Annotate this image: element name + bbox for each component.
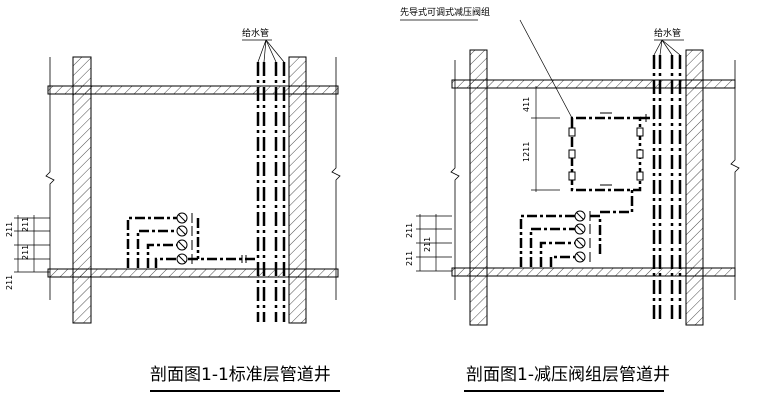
left-dim-4: 211 — [5, 274, 14, 290]
left-dim-2: 211 — [21, 216, 30, 232]
left-wall-left — [72, 56, 92, 324]
right-dim-3: 211 — [423, 236, 432, 252]
prv-valves — [568, 112, 647, 186]
right-meters — [574, 210, 586, 263]
left-section — [14, 39, 341, 324]
right-section — [400, 19, 740, 326]
left-dim-1: 211 — [5, 221, 14, 237]
right-dim-411: 411 — [522, 96, 531, 112]
right-branches — [519, 214, 602, 267]
right-dim-2: 211 — [405, 250, 414, 266]
right-wall-right — [685, 49, 704, 326]
left-slab-bottom — [47, 268, 339, 278]
right-caption: 剖面图1-减压阀组层管道井 — [466, 365, 670, 385]
left-meters — [176, 212, 188, 265]
left-dimension-chain — [14, 215, 50, 273]
left-branches — [126, 216, 258, 268]
right-dim-1: 211 — [405, 222, 414, 238]
left-caption-underline — [150, 390, 340, 392]
right-risers — [652, 55, 682, 322]
right-caption-underline — [464, 390, 664, 392]
right-dim-1211: 1211 — [522, 141, 531, 162]
left-slab-top — [47, 85, 339, 95]
right-slab-top — [451, 79, 736, 89]
right-wall-left — [469, 49, 488, 326]
right-dimension-chain — [416, 86, 560, 272]
left-dim-3: 211 — [21, 244, 30, 260]
left-caption: 剖面图1-1标准层管道井 — [150, 365, 331, 385]
left-pipe-label: 给水管 — [242, 29, 270, 39]
prv-loop — [570, 116, 654, 214]
right-slab-bottom — [451, 267, 736, 277]
valve-group-label: 先导式可调式减压阀组 — [400, 8, 491, 18]
right-pipe-label: 给水管 — [654, 29, 682, 39]
left-wall-right — [288, 56, 307, 324]
left-risers — [256, 62, 286, 322]
